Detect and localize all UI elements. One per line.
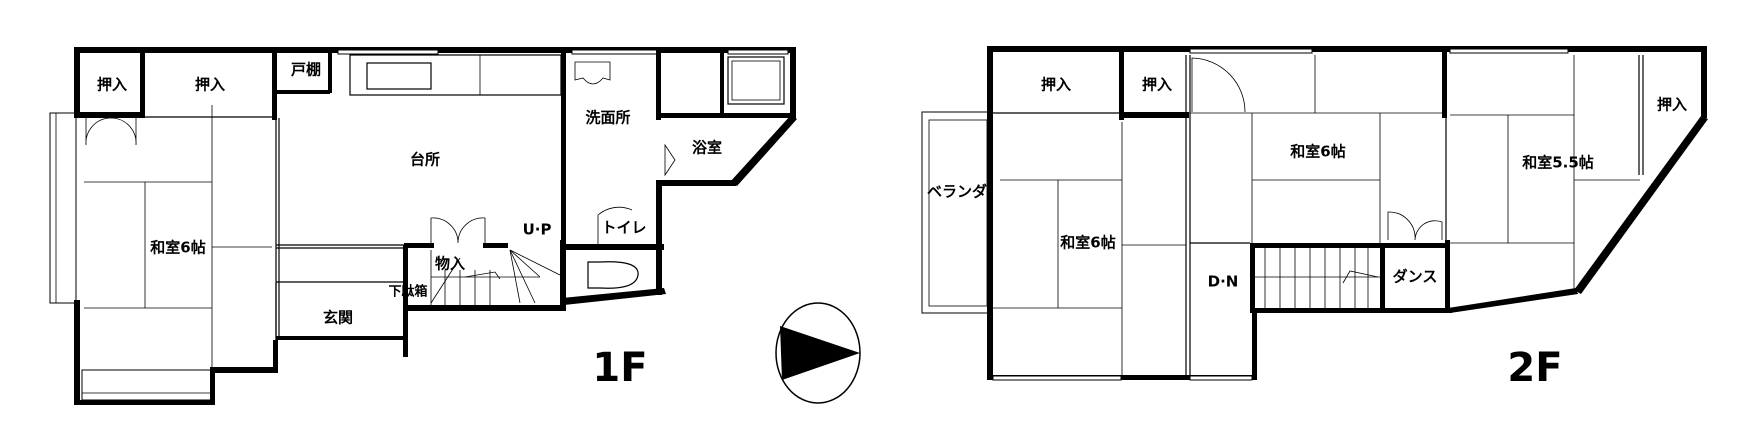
room-label-shoe-box: 下駄箱 bbox=[388, 284, 427, 300]
room-label-washitsu: 和室6帖 bbox=[150, 239, 205, 257]
veranda bbox=[921, 111, 990, 314]
storage-door-icon bbox=[430, 217, 486, 244]
bath-door-icon bbox=[664, 143, 676, 177]
room-label-veranda: ベランダ bbox=[927, 183, 987, 201]
room-label-oshiire: 押入 bbox=[195, 76, 225, 94]
room-label-washroom: 洗面所 bbox=[585, 109, 630, 127]
floor-label-1f: 1F bbox=[592, 345, 647, 391]
room-label-entrance: 玄関 bbox=[323, 309, 353, 327]
room-label-toilet: トイレ bbox=[601, 219, 646, 237]
stairs-up-icon bbox=[430, 249, 561, 305]
room-label-closet: ダンス bbox=[1393, 268, 1438, 286]
kitchen-counter bbox=[349, 54, 562, 96]
floor-2-plan: 押入 押入 押入 和室6帖 和室5.5帖 和室6帖 ベランダ D·N ダンス 2… bbox=[921, 46, 1708, 391]
room-label-kitchen: 台所 bbox=[410, 151, 440, 169]
wash-basin-icon bbox=[574, 61, 611, 85]
room-label-oshiire: 押入 bbox=[1142, 76, 1172, 94]
room-label-oshiire: 押入 bbox=[97, 76, 127, 94]
bay-window-bottom bbox=[81, 369, 213, 401]
closet-door-icon bbox=[85, 117, 137, 146]
toilet-icon bbox=[587, 261, 639, 289]
stairs-down-label: D·N bbox=[1208, 273, 1239, 291]
room-label-storage: 物入 bbox=[435, 255, 465, 273]
door-swing-icon bbox=[1191, 57, 1246, 113]
stairs-down-icon bbox=[1255, 248, 1380, 308]
room-label-washitsu-right: 和室5.5帖 bbox=[1522, 154, 1594, 172]
room-label-todana: 戸棚 bbox=[291, 61, 321, 79]
bay-window-left bbox=[49, 112, 77, 304]
floor-1-plan: 押入 押入 戸棚 台所 洗面所 浴室 和室6帖 U·P トイレ 物入 下駄箱 玄… bbox=[49, 47, 797, 405]
floor-label-2f: 2F bbox=[1507, 345, 1562, 391]
room-label-washitsu-mid: 和室6帖 bbox=[1290, 143, 1345, 161]
room-label-washitsu-left: 和室6帖 bbox=[1060, 234, 1115, 252]
room-label-oshiire: 押入 bbox=[1657, 96, 1687, 114]
toilet-door-icon bbox=[597, 206, 633, 246]
bathtub-icon bbox=[727, 56, 785, 105]
closet-door-icon bbox=[1387, 211, 1443, 241]
room-label-bath: 浴室 bbox=[692, 139, 722, 157]
sink-icon bbox=[366, 62, 432, 90]
compass-north-arrow-icon bbox=[775, 302, 861, 404]
room-label-oshiire: 押入 bbox=[1041, 76, 1071, 94]
stairs-up-label: U·P bbox=[523, 221, 552, 239]
